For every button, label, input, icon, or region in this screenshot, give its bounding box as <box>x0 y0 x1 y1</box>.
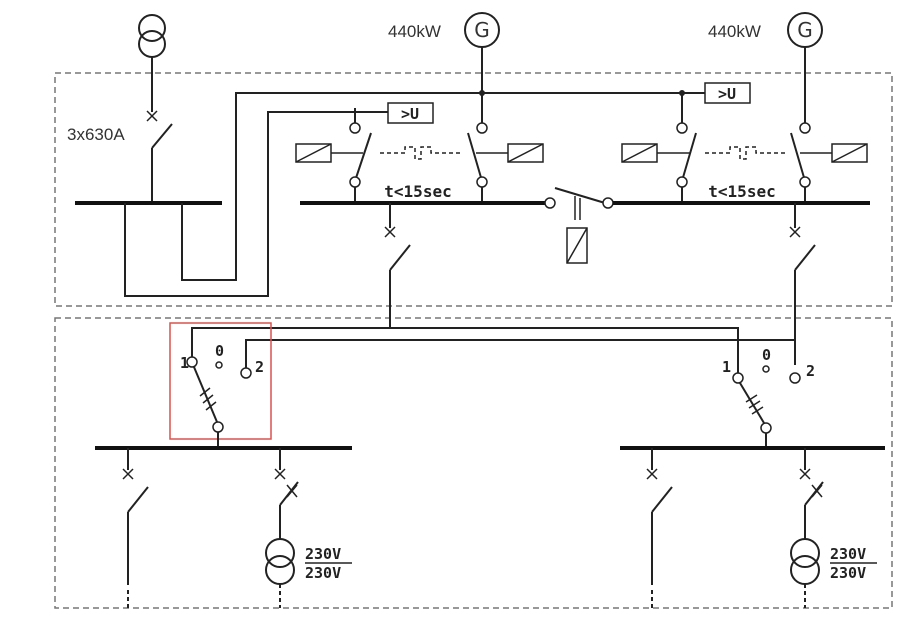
changeover-1-pos0: 0 <box>215 342 224 360</box>
breaker-cross-icon <box>146 110 158 122</box>
undervoltage-relay-2 <box>704 82 751 104</box>
feeder-2-cross-icon <box>789 226 801 238</box>
generator-1-symbol: G <box>474 18 490 42</box>
isolation-transformer-2-icon <box>790 538 820 585</box>
changeover-switch-2[interactable] <box>739 382 765 424</box>
feeder-1-cross-icon <box>384 226 396 238</box>
bus-coupler[interactable] <box>554 187 606 204</box>
lower-2-feeder-a-cross-icon <box>646 468 658 480</box>
upper-switchboard-frame <box>54 72 893 307</box>
coupler-motor-drive <box>566 227 588 264</box>
lower-switchboard-frame <box>54 317 893 609</box>
generator-1-power: 440kW <box>388 22 441 41</box>
generator-2-motor-drive-icon <box>831 143 868 163</box>
shore-breaker[interactable] <box>354 132 372 182</box>
relay-2-label: >U <box>718 85 736 103</box>
changeover-2-multipole-icon <box>745 394 764 415</box>
changeover-switch-1-highlight <box>169 322 272 440</box>
interlock-1-icon <box>380 146 461 160</box>
changeover-switch-1[interactable] <box>193 366 218 423</box>
lower-2-feeder-b-fuse-icon <box>811 484 823 498</box>
tie-motor-drive-icon <box>621 143 658 163</box>
timer-1-label: t<15sec <box>384 182 451 201</box>
relay-1-label: >U <box>401 105 419 123</box>
main-breaker[interactable] <box>151 123 173 149</box>
changeover-2-pos0: 0 <box>762 346 771 364</box>
generator-2-icon: G <box>787 12 823 48</box>
motor-drive-icon <box>295 143 332 163</box>
generator-1-motor-drive-icon <box>507 143 544 163</box>
interlock-2-icon <box>705 146 785 160</box>
timer-2-label: t<15sec <box>708 182 775 201</box>
changeover-1-multipole-icon <box>199 387 217 411</box>
generator-2-breaker[interactable] <box>790 132 806 182</box>
feeder-2-breaker[interactable] <box>794 244 816 271</box>
transformer-2-primary: 230V <box>830 545 866 563</box>
lower-2-feeder-b-cross-icon <box>799 468 811 480</box>
undervoltage-relay-1 <box>387 102 434 124</box>
transformer-1-secondary: 230V <box>305 564 341 582</box>
feeder-1-breaker[interactable] <box>389 244 411 271</box>
transformer-2-secondary: 230V <box>830 564 866 582</box>
generator-1-tie-breaker[interactable] <box>681 132 697 182</box>
changeover-2-pos1: 1 <box>722 358 731 376</box>
main-breaker-rating: 3x630A <box>67 125 125 144</box>
supply-transformer-icon <box>138 14 166 58</box>
changeover-2-pos2: 2 <box>806 362 815 380</box>
lower-1-feeder-a-cross-icon <box>122 468 134 480</box>
generator-2-symbol: G <box>797 18 813 42</box>
generator-1-icon: G <box>464 12 500 48</box>
generator-1-breaker[interactable] <box>467 132 483 182</box>
changeover-1-pos1: 1 <box>180 354 189 372</box>
lower-1-feeder-b-cross-icon <box>274 468 286 480</box>
lower-2-feeder-a-breaker[interactable] <box>651 486 673 513</box>
isolation-transformer-1-icon <box>265 538 295 585</box>
generator-2-power: 440kW <box>708 22 761 41</box>
lower-1-feeder-a-breaker[interactable] <box>127 486 149 513</box>
lower-1-feeder-b-fuse-icon <box>286 484 298 498</box>
changeover-1-pos2: 2 <box>255 358 264 376</box>
transformer-1-primary: 230V <box>305 545 341 563</box>
